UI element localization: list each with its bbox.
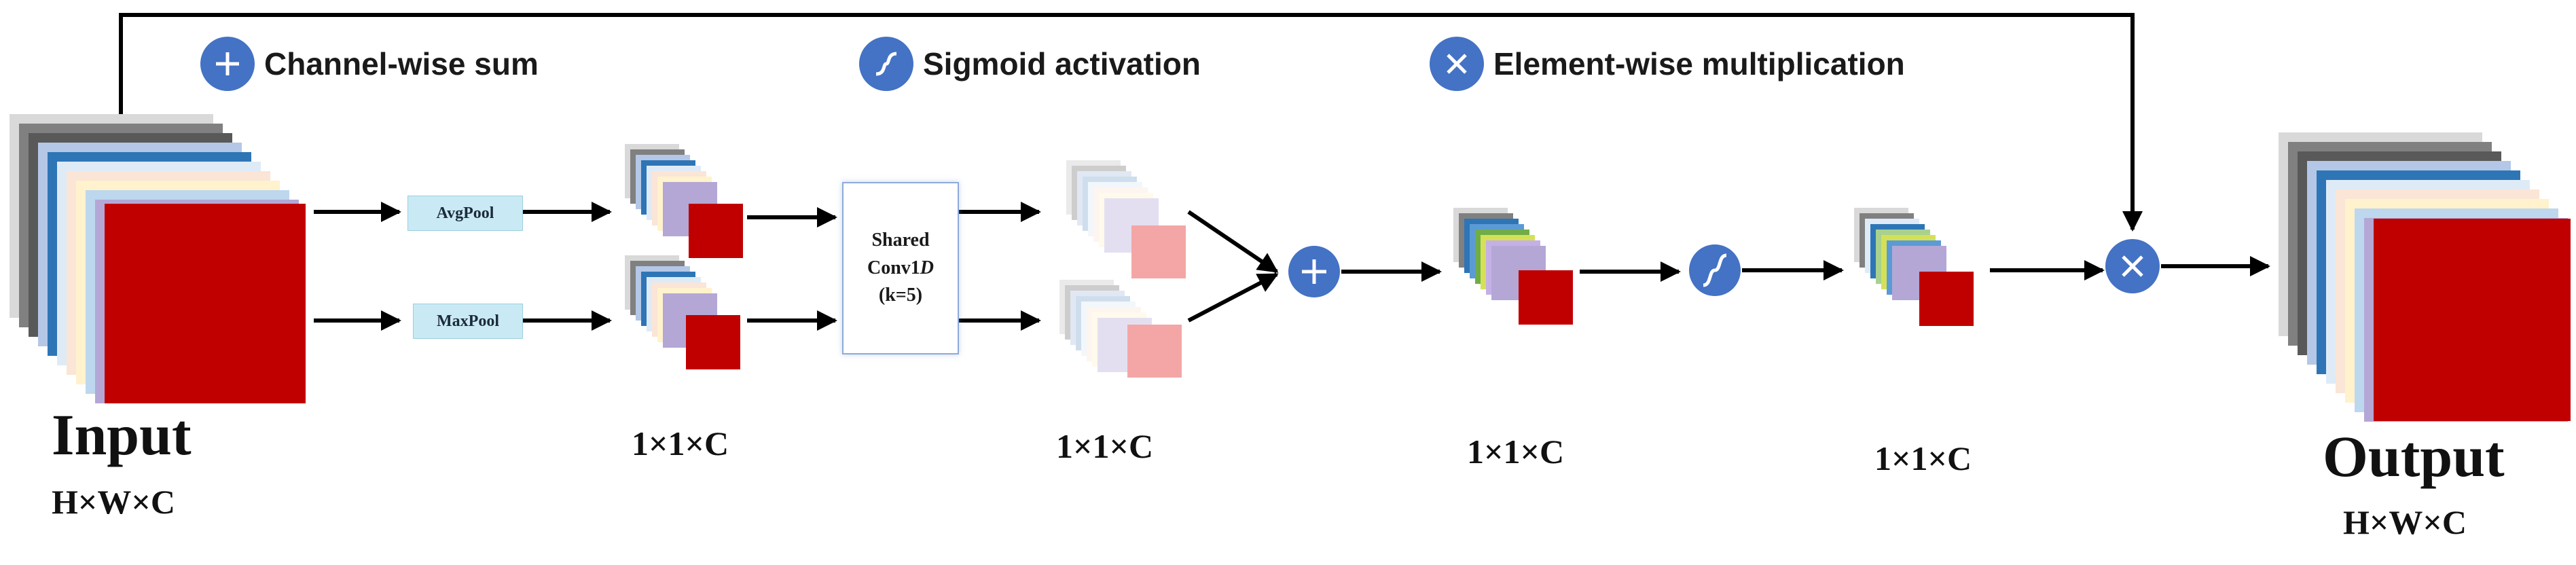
legend-sigmoid-label: Sigmoid activation — [923, 46, 1201, 81]
activated-dims: 1×1×C — [1874, 439, 1972, 477]
legend-multiply-label: Element-wise multiplication — [1493, 46, 1905, 81]
times-circle-icon — [1430, 37, 1484, 91]
output-feature-stack — [2279, 132, 2571, 422]
summed-dims: 1×1×C — [1467, 433, 1565, 471]
attention-pink-lower — [1127, 325, 1182, 378]
arrow-lower-to-sum — [1187, 272, 1279, 323]
maxpool-box: MaxPool — [413, 304, 523, 339]
input-feature-stack — [10, 114, 306, 403]
pooled-dims: 1×1×C — [632, 424, 729, 462]
legend-sigmoid: Sigmoid activation — [859, 37, 1201, 91]
legend-sum-label: Channel-wise sum — [264, 46, 539, 81]
conv-label-line2: Conv1D — [867, 257, 935, 278]
sum-operator-icon — [1288, 246, 1340, 297]
input-dims: H×W×C — [52, 483, 175, 521]
summed-feature-stack — [1453, 208, 1573, 325]
activated-feature-stack — [1854, 208, 1974, 326]
shared-conv1d-box: Shared Conv1D (k=5) — [842, 182, 959, 354]
output-title: Output — [2323, 424, 2505, 489]
input-title: Input — [52, 402, 192, 467]
conv-label-line3: (k=5) — [878, 285, 923, 306]
legend-multiply: Element-wise multiplication — [1430, 37, 1905, 91]
sigmoid-operator-icon — [1689, 244, 1741, 296]
avgpool-box: AvgPool — [407, 196, 523, 231]
output-dims: H×W×C — [2343, 503, 2467, 541]
avgpool-output-stack — [625, 144, 743, 258]
conv-label-line1: Shared — [871, 230, 930, 251]
maxpool-output-stack — [625, 255, 740, 369]
conv-output-dims: 1×1×C — [1056, 427, 1154, 465]
legend-sum: Channel-wise sum — [200, 37, 539, 91]
sigmoid-circle-icon — [859, 37, 913, 91]
plus-circle-icon — [200, 37, 255, 91]
multiply-operator-icon — [2105, 239, 2160, 293]
skip-connection — [119, 13, 2143, 232]
attention-pink-upper — [1131, 225, 1186, 278]
arrow-upper-to-sum — [1187, 210, 1279, 274]
